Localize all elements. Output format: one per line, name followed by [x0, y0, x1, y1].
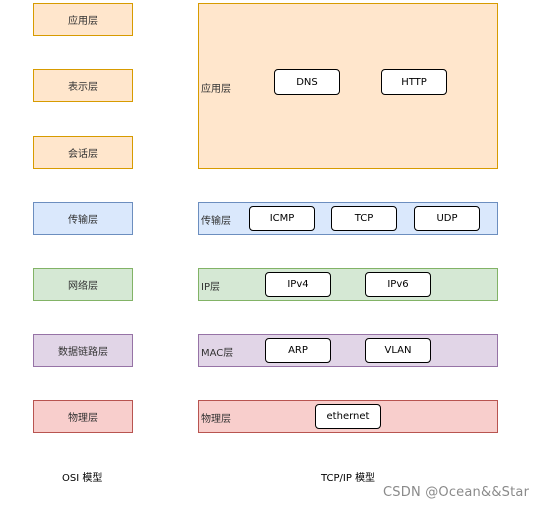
osi-layer-label: 物理层 — [68, 413, 98, 424]
tcpip-layer-label: MAC层 — [201, 348, 234, 359]
osi-layer-session: 会话层 — [33, 136, 133, 169]
osi-layer-network: 网络层 — [33, 268, 133, 301]
protocol-udp: UDP — [414, 206, 480, 231]
tcpip-layer-label: 传输层 — [201, 216, 231, 227]
osi-caption: OSI 模型 — [62, 473, 103, 484]
osi-layer-transport: 传输层 — [33, 202, 133, 235]
osi-layer-label: 应用层 — [68, 16, 98, 27]
tcpip-layer-mac: MAC层 ARP VLAN — [198, 334, 498, 367]
protocol-http: HTTP — [381, 69, 447, 95]
protocol-arp: ARP — [265, 338, 331, 363]
watermark-text: CSDN @Ocean&&Star — [383, 485, 530, 500]
tcpip-layer-label: 物理层 — [201, 414, 231, 425]
tcpip-layer-transport: 传输层 ICMP TCP UDP — [198, 202, 498, 235]
tcpip-caption: TCP/IP 模型 — [321, 473, 376, 484]
protocol-ipv4: IPv4 — [265, 272, 331, 297]
protocol-dns: DNS — [274, 69, 340, 95]
osi-layer-physical: 物理层 — [33, 400, 133, 433]
tcpip-layer-label: 应用层 — [201, 84, 231, 95]
tcpip-layer-ip: IP层 IPv4 IPv6 — [198, 268, 498, 301]
osi-layer-label: 网络层 — [68, 281, 98, 292]
osi-layer-application: 应用层 — [33, 3, 133, 36]
tcpip-layer-physical: 物理层 ethernet — [198, 400, 498, 433]
tcpip-layer-application: 应用层 DNS HTTP — [198, 3, 498, 169]
osi-layer-presentation: 表示层 — [33, 69, 133, 102]
protocol-ipv6: IPv6 — [365, 272, 431, 297]
protocol-ethernet: ethernet — [315, 404, 381, 429]
osi-layer-label: 数据链路层 — [58, 347, 108, 358]
tcpip-layer-label: IP层 — [201, 282, 220, 293]
protocol-vlan: VLAN — [365, 338, 431, 363]
protocol-tcp: TCP — [331, 206, 397, 231]
osi-layer-label: 会话层 — [68, 149, 98, 160]
osi-layer-datalink: 数据链路层 — [33, 334, 133, 367]
osi-layer-label: 传输层 — [68, 215, 98, 226]
protocol-icmp: ICMP — [249, 206, 315, 231]
osi-layer-label: 表示层 — [68, 82, 98, 93]
